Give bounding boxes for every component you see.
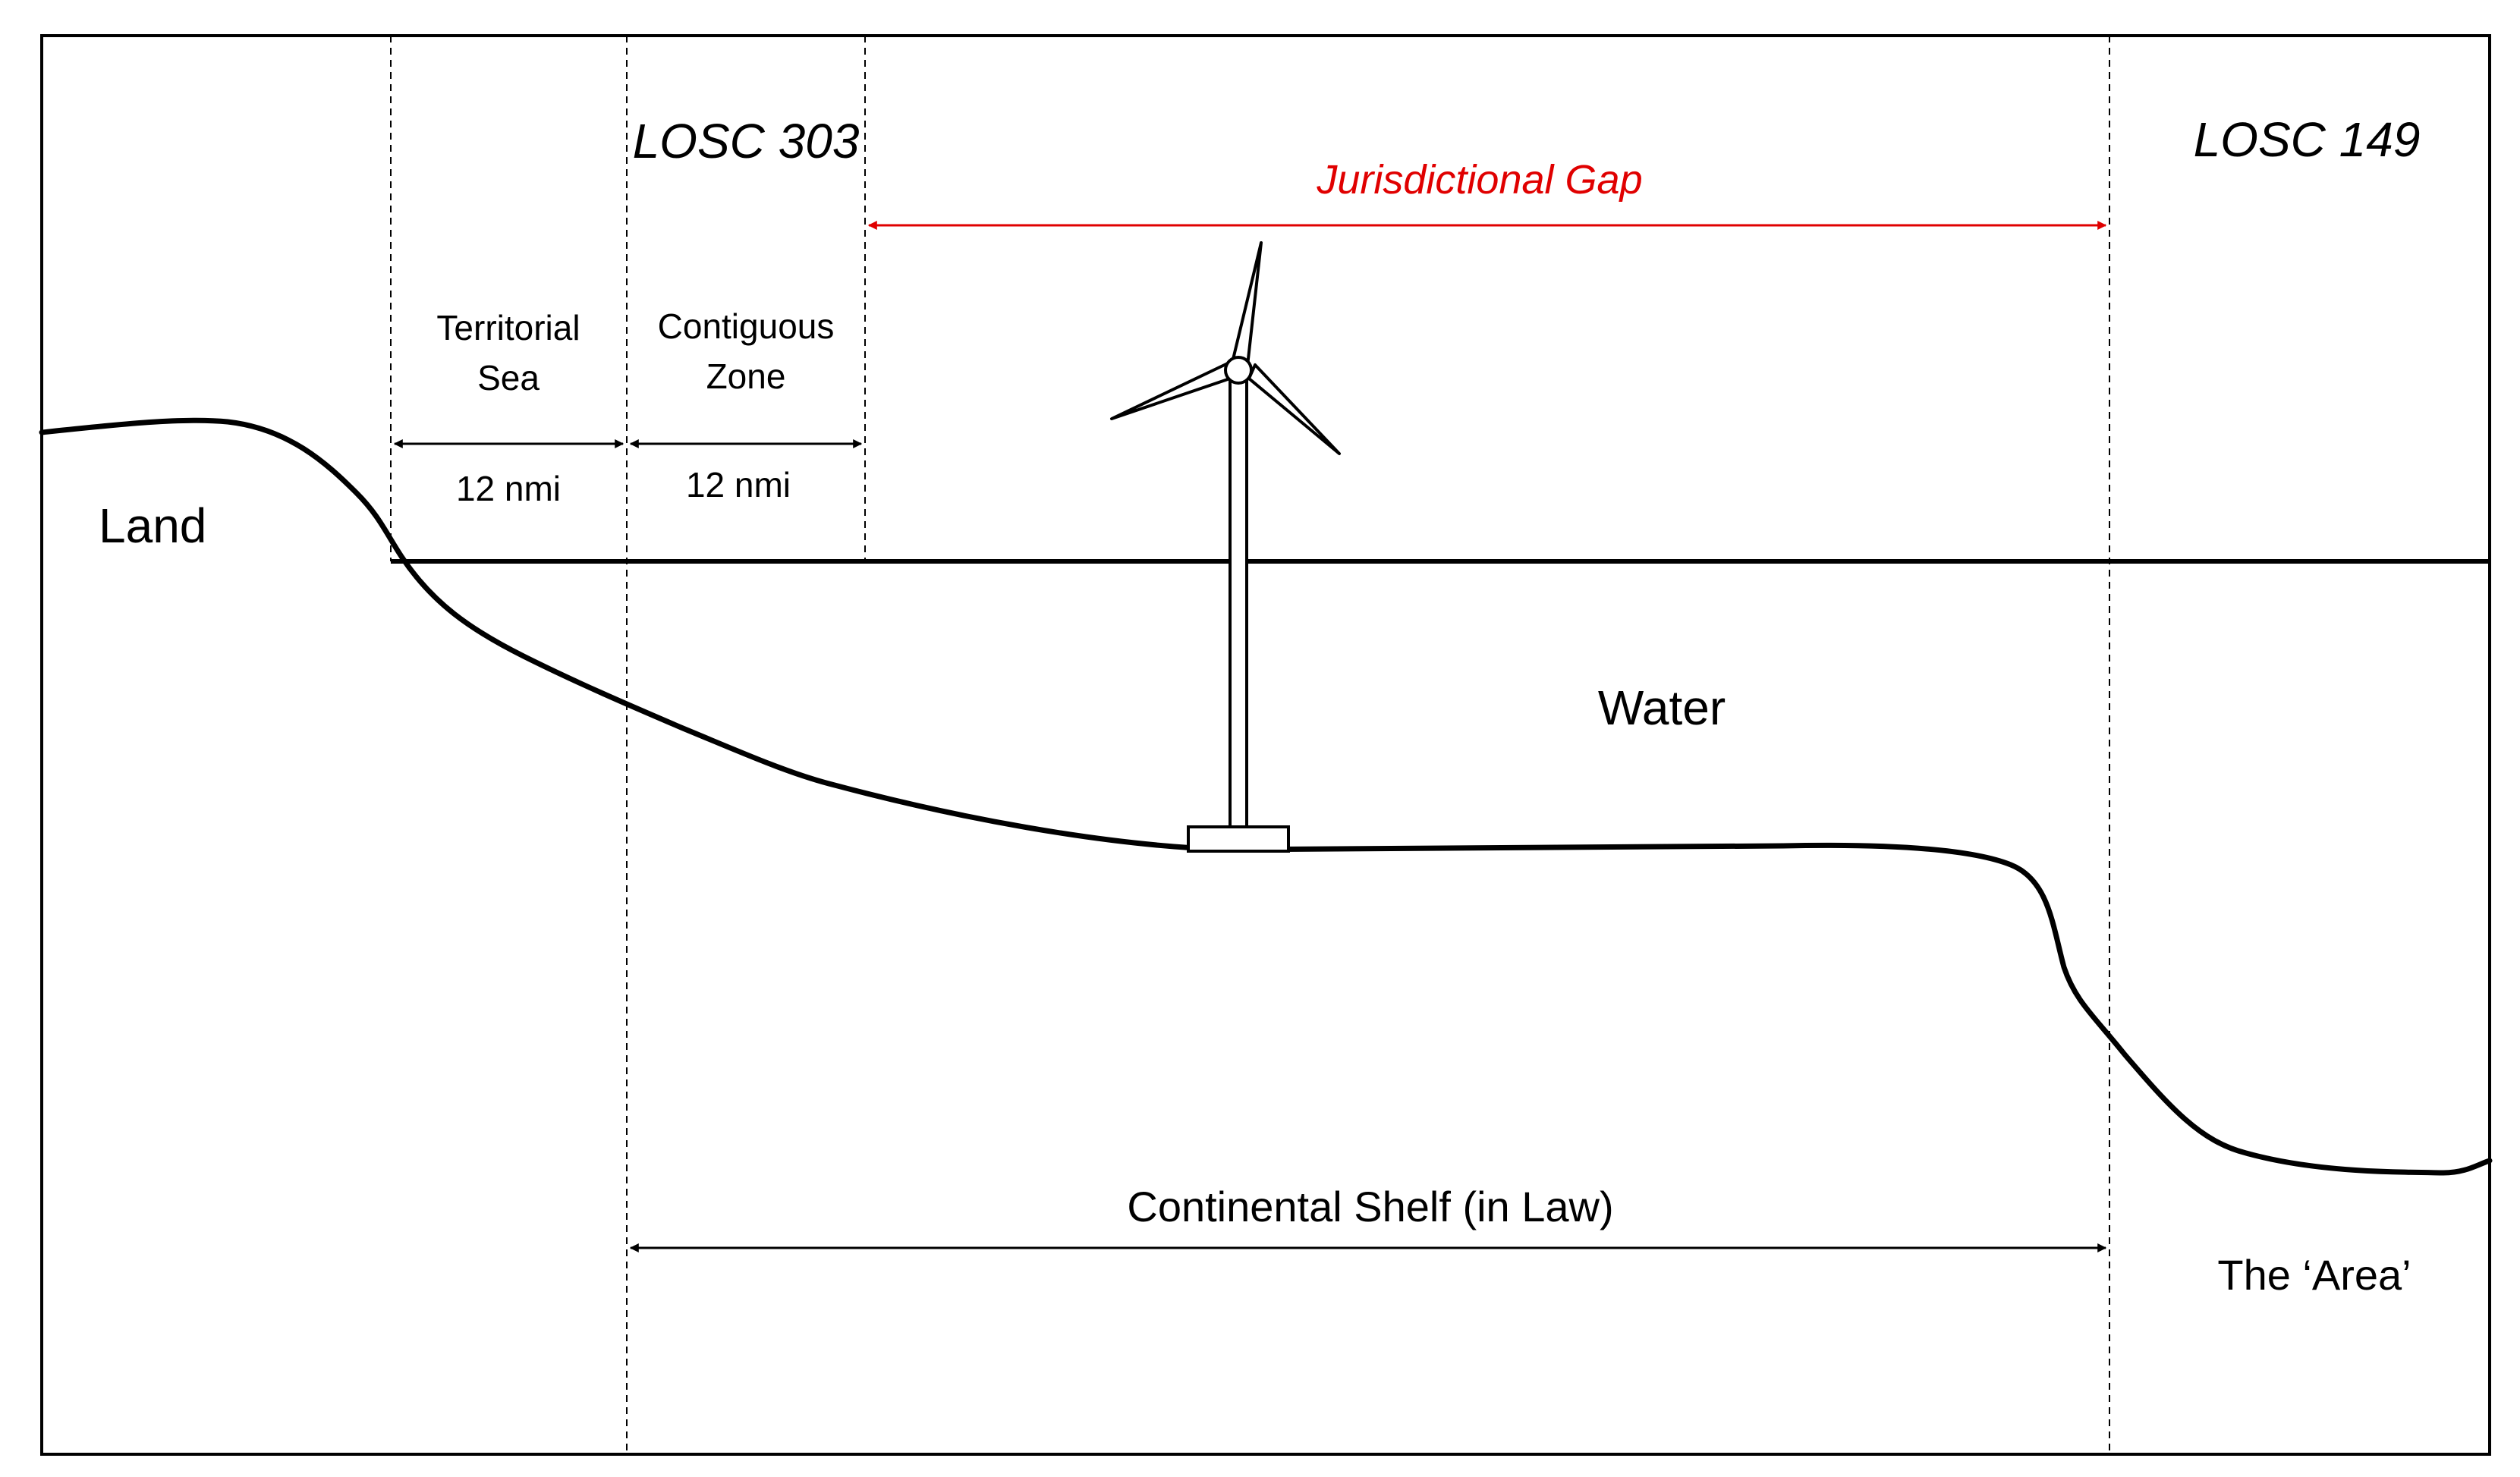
continental-shelf-label: Continental Shelf (in Law) (1127, 1183, 1613, 1230)
contiguous-zone-label-line1: Contiguous (658, 306, 835, 346)
wind-turbine-icon (1110, 241, 1341, 853)
losc-149-label: LOSC 149 (2194, 112, 2421, 167)
turbine-blade-right (1247, 363, 1341, 455)
seabed-profile (39, 417, 2493, 1176)
turbine-foundation (1187, 825, 1290, 853)
losc-303-label: LOSC 303 (633, 114, 860, 168)
contiguous-distance-label: 12 nmi (686, 465, 791, 504)
contiguous-zone-label-line2: Zone (706, 357, 786, 396)
territorial-distance-label: 12 nmi (456, 469, 561, 508)
jurisdictional-gap-label: Jurisdictional Gap (1316, 157, 1642, 203)
turbine-blade-left (1110, 361, 1231, 420)
water-label: Water (1598, 680, 1726, 735)
turbine-hub (1224, 356, 1253, 385)
territorial-sea-label-line2: Sea (477, 358, 540, 398)
diagram-frame (40, 34, 2491, 1456)
the-area-label: The ‘Area’ (2217, 1251, 2411, 1299)
land-label: Land (99, 498, 206, 553)
territorial-sea-label-line1: Territorial (436, 308, 580, 347)
turbine-blade-up (1229, 241, 1263, 370)
turbine-tower (1229, 374, 1248, 828)
